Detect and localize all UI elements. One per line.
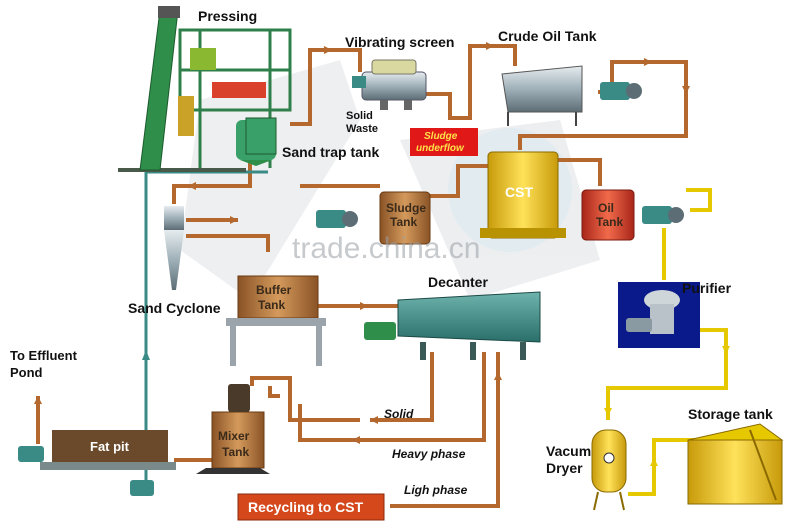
label-solid: Solid [384, 407, 414, 421]
label-oil-tank-line2: Tank [596, 215, 623, 229]
fat-pit [18, 430, 176, 496]
label-sludge-tank-line1: Sludge [386, 201, 426, 215]
label-fat-pit: Fat pit [90, 439, 130, 454]
label-mixer-tank-line1: Mixer [218, 429, 250, 443]
label-heavy-phase: Heavy phase [392, 447, 466, 461]
crude-oil-tank [501, 65, 642, 126]
label-to-effluent-pond-line1: To Effluent [10, 348, 78, 363]
sand-cyclone [164, 206, 184, 290]
label-pressing: Pressing [198, 8, 257, 24]
label-buffer-tank-line1: Buffer [256, 283, 292, 297]
label-watermark: trade.china.cn [292, 232, 480, 265]
pipes [34, 42, 730, 508]
label-solid-waste-line1: Solid [346, 110, 373, 122]
label-light-phase: Ligh phase [404, 483, 468, 497]
sludge-tank [316, 191, 431, 245]
purifier [618, 282, 700, 348]
vibrating-screen [352, 59, 427, 110]
label-oil-tank-line1: Oil [598, 201, 614, 215]
label-sludge-underflow-line1: Sludge [424, 131, 458, 142]
buffer-tank [226, 275, 326, 366]
mixer-tank [196, 384, 270, 474]
label-sand-cyclone: Sand Cyclone [128, 300, 221, 316]
oil-tank [581, 189, 684, 241]
sand-trap-tank [245, 117, 277, 155]
label-sludge-tank-line2: Tank [390, 215, 417, 229]
label-sand-trap-tank: Sand trap tank [282, 144, 379, 160]
label-cst: CST [505, 184, 533, 200]
cst-tank [480, 151, 566, 239]
sludge-underflow-box [410, 128, 478, 156]
storage-tank [687, 423, 784, 505]
label-vacum-dryer-line1: Vacum [546, 443, 591, 459]
label-sludge-underflow-line2: underflow [416, 143, 465, 154]
vacum-dryer [591, 429, 627, 511]
label-to-effluent-pond-line2: Pond [10, 365, 43, 380]
label-vibrating-screen: Vibrating screen [345, 34, 454, 50]
label-storage-tank: Storage tank [688, 406, 773, 422]
label-mixer-tank-line2: Tank [222, 445, 249, 459]
label-purifier: Purifier [682, 280, 732, 296]
recycling-to-cst-box [237, 493, 385, 521]
label-buffer-tank-line2: Tank [258, 298, 285, 312]
label-crude-oil-tank: Crude Oil Tank [498, 28, 597, 44]
label-vacum-dryer-line2: Dryer [546, 460, 583, 476]
label-solid-waste-line2: Waste [346, 123, 378, 135]
label-decanter: Decanter [428, 274, 488, 290]
decanter [364, 291, 541, 360]
label-recycling-to-cst: Recycling to CST [248, 499, 364, 515]
